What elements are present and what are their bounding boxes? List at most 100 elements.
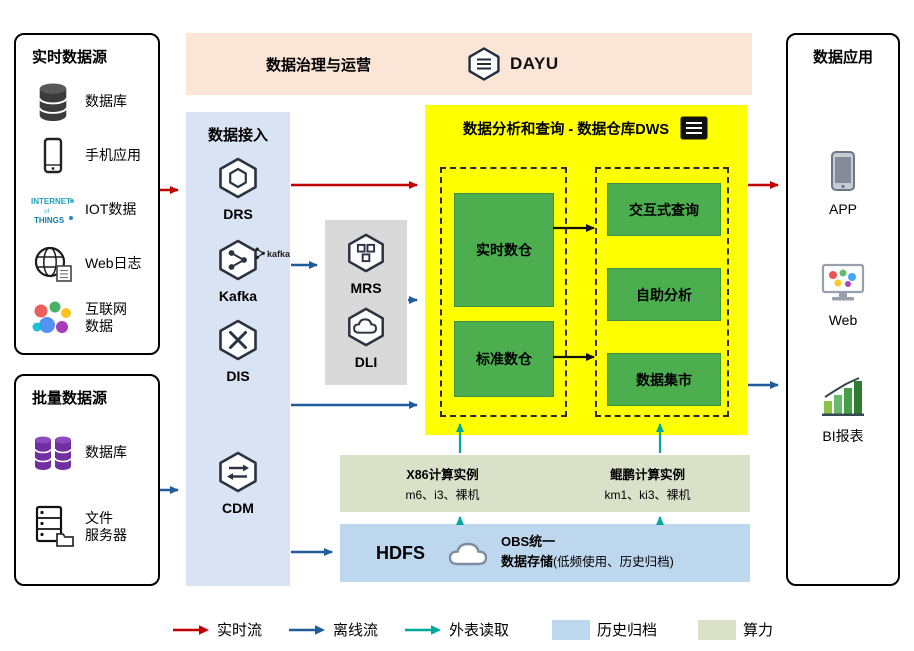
self-service-analysis-box: 自助分析 [607, 268, 721, 321]
x86-spec: m6、i3、裸机 [405, 488, 480, 502]
source-label: Web日志 [85, 255, 142, 272]
standard-warehouse-box: 标准数仓 [454, 321, 554, 397]
ingestion-panel: 数据接入 DRS kafka Kafka DIS CDM [186, 112, 290, 586]
drs-icon [219, 157, 257, 199]
service-label: DLI [354, 354, 378, 370]
kunpeng-compute-instance: 鲲鹏计算实例 km1、ki3、裸机 [545, 455, 750, 512]
compute-instances-bar: X86计算实例 m6、i3、裸机 鲲鹏计算实例 km1、ki3、裸机 [340, 455, 750, 512]
applications-title: 数据应用 [812, 49, 873, 66]
source-item-database: 数据库 [24, 75, 154, 129]
legend-archive: 历史归档 [552, 619, 657, 640]
application-label: APP [828, 201, 857, 217]
applications-panel: 数据应用 APP Web BI报表 [786, 33, 900, 586]
source-item-weblog: Web日志 [24, 237, 154, 291]
app-icon [831, 151, 855, 191]
dayu-logo: DAYU [466, 46, 559, 82]
interactive-query-box: 交互式查询 [607, 183, 721, 236]
service-label: CDM [222, 500, 254, 516]
ingestion-title: 数据接入 [207, 127, 268, 144]
governance-title: 数据治理与运营 [266, 56, 372, 74]
realtime-warehouse-box: 实时数仓 [454, 193, 554, 307]
application-label: BI报表 [822, 428, 864, 444]
dws-warehouses-group: 实时数仓 标准数仓 [440, 167, 567, 417]
mobile-app-icon [30, 136, 76, 176]
kunpeng-title: 鲲鹏计算实例 [609, 468, 685, 482]
x86-compute-instance: X86计算实例 m6、i3、裸机 [340, 455, 545, 512]
obs-note: (低频使用、历史归档) [553, 554, 674, 569]
source-label: 互联网 数据 [85, 300, 127, 335]
mrs-icon [348, 233, 384, 273]
data-mart-box: 数据集市 [607, 353, 721, 406]
legend-label: 历史归档 [597, 622, 658, 639]
legend-realtime-flow: 实时流 [172, 619, 262, 640]
bi-report-icon [822, 377, 864, 416]
dws-title-row: 数据分析和查询 - 数据仓库DWS [425, 105, 747, 142]
dws-warehouse-box: 数据分析和查询 - 数据仓库DWS 实时数仓 标准数仓 交互式查询 自助分析 数… [425, 105, 747, 435]
service-label: DRS [223, 206, 253, 222]
ledger-icon [680, 116, 708, 140]
database-icon [30, 80, 76, 124]
obs-title-line1: OBS统一 [501, 534, 556, 550]
service-label: Kafka [218, 288, 258, 304]
application-item-web: Web [788, 263, 898, 328]
application-item-bi: BI报表 [788, 375, 898, 446]
governance-bar: 数据治理与运营 DAYU [186, 33, 752, 95]
service-kafka: kafka Kafka [186, 238, 290, 304]
service-mrs: MRS [325, 232, 407, 296]
batch-sources-list: 数据库 文件 服务器 [24, 416, 154, 564]
svg-text:THINGS: THINGS [34, 216, 65, 225]
source-label: IOT数据 [85, 201, 137, 218]
dws-services-group: 交互式查询 自助分析 数据集市 [595, 167, 729, 417]
kafka-icon [219, 239, 257, 281]
web-log-icon [30, 244, 76, 284]
compute-swatch [698, 619, 736, 640]
dli-icon [348, 307, 384, 347]
legend-offline-flow: 离线流 [288, 619, 378, 640]
realtime-sources-title: 实时数据源 [32, 49, 108, 66]
source-label: 数据库 [85, 93, 127, 110]
kafka-logo-icon [255, 247, 265, 260]
database-purple-icon [30, 432, 76, 474]
dayu-icon [468, 47, 500, 81]
kafka-badge-text: kafka [267, 248, 291, 259]
source-label: 数据库 [85, 444, 127, 461]
mrs-dli-panel: MRS DLI [325, 220, 407, 385]
legend-external-read: 外表读取 [404, 619, 509, 640]
legend-label: 离线流 [333, 622, 379, 639]
blue-arrow-icon [289, 624, 325, 635]
file-server-icon [30, 505, 76, 549]
obs-title-line2: 数据存储 [501, 553, 554, 569]
dws-title: 数据分析和查询 - 数据仓库DWS [462, 122, 670, 138]
hdfs-label: HDFS [376, 542, 425, 563]
internet-data-icon [30, 299, 76, 337]
svg-text:INTERNET: INTERNET [31, 197, 71, 206]
service-drs: DRS [186, 156, 290, 222]
service-dis: DIS [186, 318, 290, 384]
web-icon [821, 263, 865, 301]
legend-compute: 算力 [698, 619, 773, 640]
obs-text-block: OBS统一 数据存储(低频使用、历史归档) [501, 533, 674, 572]
legend-label: 外表读取 [449, 622, 510, 639]
service-cdm: CDM [186, 450, 290, 516]
application-item-app: APP [788, 150, 898, 217]
service-label: DIS [226, 368, 250, 384]
source-label: 文件 服务器 [85, 509, 127, 544]
svg-text:of: of [44, 208, 50, 215]
source-item-batch-database: 数据库 [24, 416, 154, 490]
legend-label: 算力 [743, 622, 774, 639]
batch-sources-title: 批量数据源 [32, 390, 108, 407]
service-dli: DLI [325, 306, 407, 370]
kafka-logo-badge: kafka [254, 246, 290, 261]
service-label: MRS [350, 280, 382, 296]
dis-icon [219, 319, 257, 361]
archive-swatch [552, 619, 590, 640]
dayu-logo-text: DAYU [510, 54, 559, 73]
source-item-mobile: 手机应用 [24, 129, 154, 183]
kunpeng-spec: km1、ki3、裸机 [604, 488, 691, 502]
obs-cloud-icon [448, 542, 488, 566]
